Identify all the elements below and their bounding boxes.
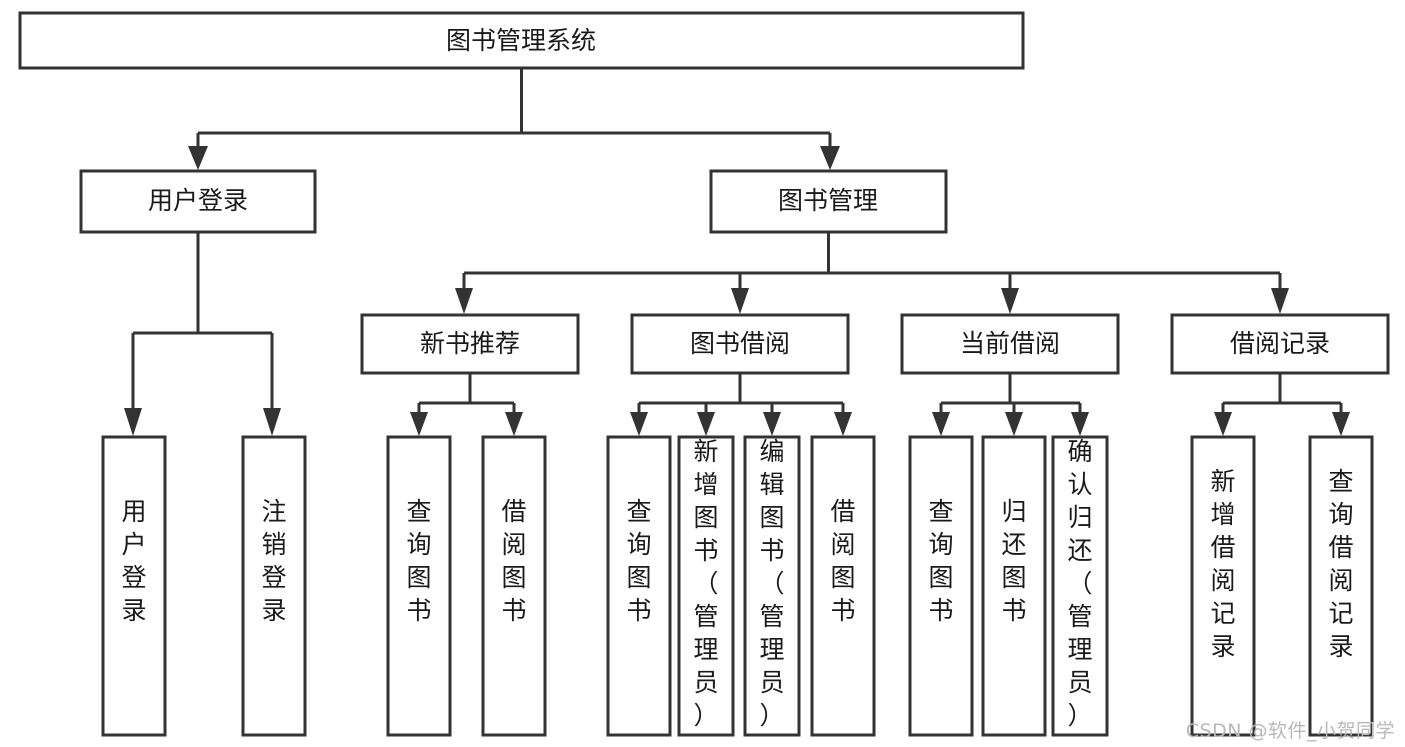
node-current-borrow-label: 当前借阅: [960, 329, 1060, 358]
node-borrow-record-label: 借阅记录: [1230, 329, 1330, 358]
node-user-login-label: 用户登录: [148, 186, 248, 215]
node-user-login-box[interactable]: [79, 169, 317, 234]
node-book-borrow-box[interactable]: [630, 313, 850, 375]
node-leaf-logout-label: 注销登录: [261, 497, 286, 625]
arrow-newbook-to-leaf2: [505, 412, 523, 436]
arrow-borrowrecord-to-leaf1: [1214, 412, 1232, 436]
node-book-borrow[interactable]: 图书借阅: [630, 313, 850, 375]
node-leaf-return-book-box[interactable]: [981, 435, 1047, 737]
node-leaf-logout[interactable]: 注销登录: [241, 435, 307, 737]
node-root[interactable]: 图书管理系统: [18, 11, 1025, 70]
node-current-borrow[interactable]: 当前借阅: [900, 313, 1120, 375]
node-leaf-logout-box[interactable]: [241, 435, 307, 737]
node-leaf-query-record[interactable]: 查询借阅记录: [1308, 435, 1374, 737]
arrow-bookborrow-to-leaf1: [630, 412, 648, 436]
node-leaf-edit-book-box[interactable]: [743, 435, 801, 737]
node-new-book-rec-label: 新书推荐: [420, 329, 520, 358]
arrow-currentborrow-to-leaf2: [1005, 412, 1023, 436]
node-leaf-query-book-3[interactable]: 查询图书: [908, 435, 974, 737]
node-leaf-query-book-1-label: 查询图书: [406, 497, 431, 625]
arrow-root-to-user-login: [188, 146, 208, 170]
node-leaf-borrow-book-1[interactable]: 借阅图书: [481, 435, 547, 737]
node-borrow-record-box[interactable]: [1170, 313, 1390, 375]
node-leaf-borrow-book-1-label: 借阅图书: [501, 497, 526, 625]
node-leaf-add-book-label: 新增图书（管理员）: [693, 437, 718, 730]
node-leaf-edit-book[interactable]: 编辑图书（管理员）: [743, 435, 801, 737]
node-leaf-add-record-label: 新增借阅记录: [1210, 467, 1235, 661]
node-leaf-return-book-label: 归还图书: [1001, 497, 1026, 625]
node-root-box[interactable]: [18, 11, 1025, 70]
node-leaf-query-book-2[interactable]: 查询图书: [606, 435, 672, 737]
node-leaf-borrow-book-1-box[interactable]: [481, 435, 547, 737]
node-leaf-query-book-3-label: 查询图书: [928, 497, 953, 625]
arrow-bookmanage-to-currentborrow: [1001, 288, 1019, 314]
node-leaf-query-book-1[interactable]: 查询图书: [386, 435, 452, 737]
node-leaf-add-record-box[interactable]: [1190, 435, 1256, 737]
arrow-root-to-book-manage: [820, 146, 840, 170]
node-leaf-borrow-book-2-box[interactable]: [810, 435, 876, 737]
arrow-borrowrecord-to-leaf2: [1332, 412, 1350, 436]
arrow-bookborrow-to-leaf4: [834, 412, 852, 436]
node-leaf-edit-book-label: 编辑图书（管理员）: [759, 437, 784, 730]
node-leaf-query-record-label: 查询借阅记录: [1328, 467, 1353, 661]
arrow-bookborrow-to-leaf3: [763, 412, 781, 436]
node-leaf-user-login-box[interactable]: [101, 435, 167, 737]
node-book-borrow-label: 图书借阅: [690, 329, 790, 358]
node-book-manage[interactable]: 图书管理: [709, 169, 948, 234]
node-leaf-confirm-return-box[interactable]: [1051, 435, 1109, 737]
arrow-currentborrow-to-leaf1: [932, 412, 950, 436]
connector-layer: [124, 68, 1350, 436]
node-current-borrow-box[interactable]: [900, 313, 1120, 375]
node-leaf-query-record-box[interactable]: [1308, 435, 1374, 737]
arrow-currentborrow-to-leaf3: [1071, 412, 1089, 436]
arrow-bookmanage-to-bookborrow: [731, 288, 749, 314]
node-leaf-return-book[interactable]: 归还图书: [981, 435, 1047, 737]
node-leaf-confirm-return[interactable]: 确认归还（管理员）: [1051, 435, 1109, 737]
node-root-label: 图书管理系统: [446, 26, 596, 55]
arrow-bookmanage-to-borrowrecord: [1271, 288, 1289, 314]
arrow-userlogin-to-leaf1: [124, 408, 142, 436]
node-leaf-borrow-book-2[interactable]: 借阅图书: [810, 435, 876, 737]
node-leaf-borrow-book-2-label: 借阅图书: [830, 497, 855, 625]
node-leaf-confirm-return-label: 确认归还（管理员）: [1067, 437, 1092, 730]
node-leaf-user-login[interactable]: 用户登录: [101, 435, 167, 737]
node-new-book-rec[interactable]: 新书推荐: [360, 313, 580, 375]
node-user-login[interactable]: 用户登录: [79, 169, 317, 234]
arrow-userlogin-to-leaf2: [263, 408, 281, 436]
node-leaf-query-book-3-box[interactable]: [908, 435, 974, 737]
node-book-manage-box[interactable]: [709, 169, 948, 234]
node-new-book-rec-box[interactable]: [360, 313, 580, 375]
arrow-bookmanage-to-newbook: [455, 288, 473, 314]
node-leaf-add-record[interactable]: 新增借阅记录: [1190, 435, 1256, 737]
node-leaf-query-book-2-box[interactable]: [606, 435, 672, 737]
node-borrow-record[interactable]: 借阅记录: [1170, 313, 1390, 375]
node-leaf-add-book[interactable]: 新增图书（管理员）: [677, 435, 735, 737]
arrow-newbook-to-leaf1: [410, 412, 428, 436]
node-leaf-query-book-2-label: 查询图书: [626, 497, 651, 625]
node-leaf-user-login-label: 用户登录: [121, 497, 146, 625]
arrow-bookborrow-to-leaf2: [697, 412, 715, 436]
node-leaf-query-book-1-box[interactable]: [386, 435, 452, 737]
node-book-manage-label: 图书管理: [778, 186, 878, 215]
node-leaf-add-book-box[interactable]: [677, 435, 735, 737]
